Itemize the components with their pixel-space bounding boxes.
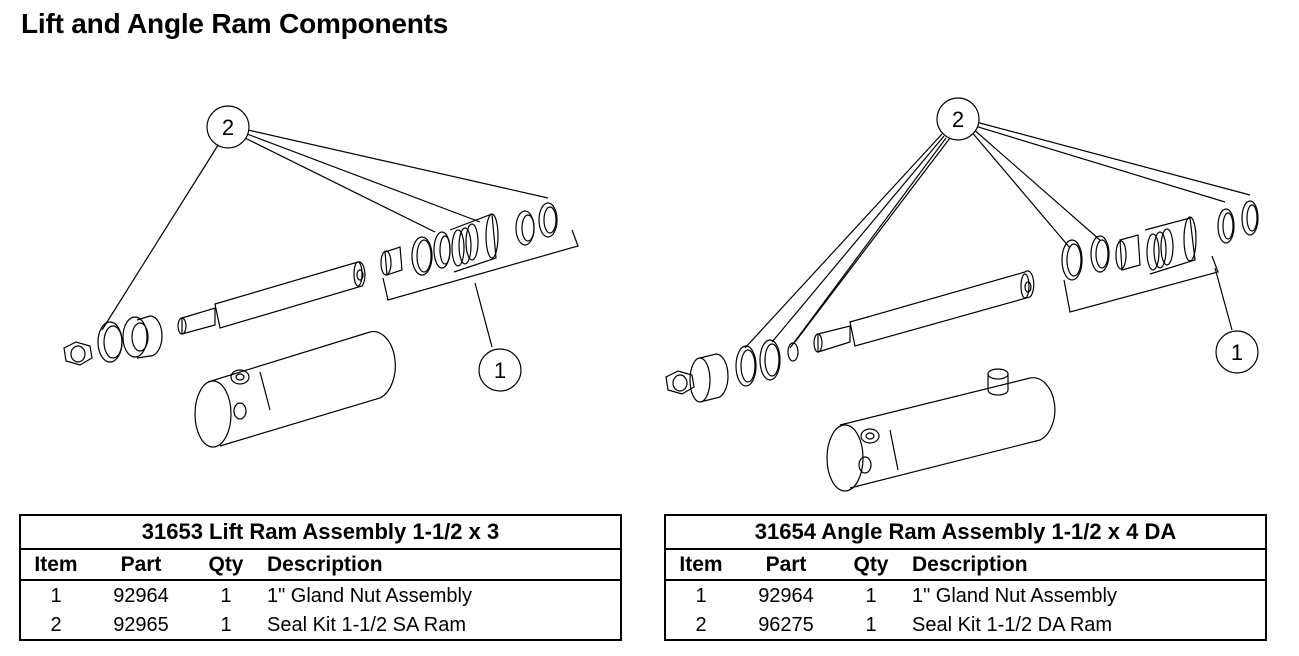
cell-part: 92964: [758, 584, 814, 607]
leader-lines-2: [745, 122, 1250, 348]
cell-description: 1" Gland Nut Assembly: [267, 584, 472, 607]
column-header-item: Item: [20, 549, 91, 581]
cell-item: 2: [695, 613, 707, 636]
bracket-1: [1064, 256, 1232, 330]
cell-qty: 1: [220, 613, 232, 636]
callout-2-badge: 2: [937, 98, 979, 140]
table-row: 1 92964 1 1" Gland Nut Assembly: [20, 580, 621, 610]
callout-2-badge: 2: [207, 106, 249, 148]
cell-part: 92964: [113, 584, 169, 607]
cell-item: 1: [50, 584, 62, 607]
page-title: Lift and Angle Ram Components: [21, 8, 449, 39]
column-header-description: Description: [261, 549, 621, 581]
seal-kit-parts: [1062, 201, 1258, 280]
table-row: 2 96275 1 Seal Kit 1-1/2 DA Ram: [665, 610, 1266, 640]
cylinder-barrel: [195, 332, 395, 447]
table-title: 31653 Lift Ram Assembly 1-1/2 x 3: [20, 515, 621, 550]
bracket-1: [383, 230, 578, 347]
table-row: 1 92964 1 1" Gland Nut Assembly: [665, 580, 1266, 610]
cell-qty: 1: [220, 584, 232, 607]
cell-part: 92965: [113, 613, 169, 636]
callout-2-label: 2: [952, 107, 964, 132]
column-header-description: Description: [906, 549, 1266, 581]
cell-item: 2: [50, 613, 62, 636]
lift-ram-parts-table: 31653 Lift Ram Assembly 1-1/2 x 3 Item P…: [19, 514, 622, 641]
cell-qty: 1: [865, 584, 877, 607]
piston-rod: [814, 271, 1034, 352]
callout-2-label: 2: [222, 115, 234, 140]
table-row: 2 92965 1 Seal Kit 1-1/2 SA Ram: [20, 610, 621, 640]
seal-kit-parts: [381, 203, 557, 275]
lift-ram-diagram: 2 1: [40, 90, 620, 500]
callout-1-badge: 1: [479, 349, 521, 391]
piston-rod: [178, 262, 365, 334]
column-header-qty: Qty: [836, 549, 906, 581]
cell-qty: 1: [865, 613, 877, 636]
column-header-qty: Qty: [191, 549, 261, 581]
cell-item: 1: [695, 584, 707, 607]
angle-ram-diagram: 2 1: [650, 90, 1290, 500]
callout-1-label: 1: [1231, 340, 1243, 365]
angle-ram-parts-table: 31654 Angle Ram Assembly 1-1/2 x 4 DA It…: [664, 514, 1267, 641]
table-title: 31654 Angle Ram Assembly 1-1/2 x 4 DA: [665, 515, 1266, 550]
cell-description: 1" Gland Nut Assembly: [912, 584, 1117, 607]
column-header-part: Part: [91, 549, 191, 581]
callout-1-label: 1: [494, 358, 506, 383]
cell-description: Seal Kit 1-1/2 DA Ram: [912, 613, 1113, 636]
cell-description: Seal Kit 1-1/2 SA Ram: [267, 613, 466, 636]
callout-1-badge: 1: [1216, 331, 1258, 373]
column-header-part: Part: [736, 549, 836, 581]
leader-lines-2: [102, 130, 548, 330]
cell-part: 96275: [758, 613, 814, 636]
hex-nut: [666, 371, 694, 394]
column-header-item: Item: [665, 549, 736, 581]
hex-nut: [64, 342, 92, 365]
cylinder-barrel: [827, 369, 1055, 491]
